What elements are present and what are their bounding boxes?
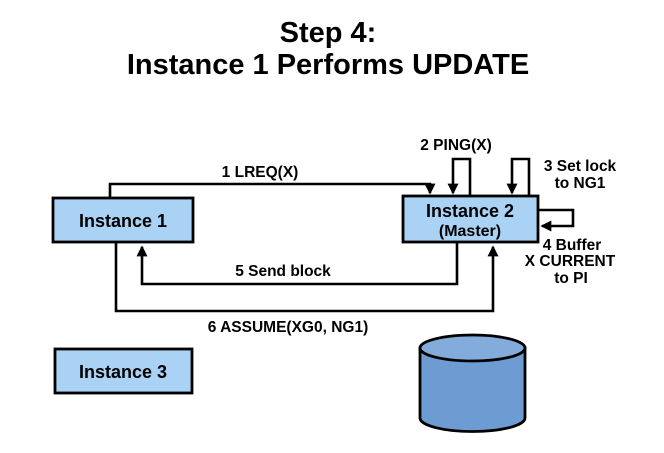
node-instance3: Instance 3: [53, 347, 194, 395]
edge-setlock-line: [506, 157, 531, 197]
edge-lreq-label: 1 LREQ(X): [222, 164, 299, 181]
edge-setlock: 3 Set lock to NG1: [506, 157, 617, 197]
instance2-sublabel: (Master): [439, 223, 501, 240]
database-cylinder-body: [418, 346, 527, 433]
instance2-box: [401, 194, 540, 244]
edge-sendblock: 5 Send block: [136, 241, 459, 286]
edge-buffer-label-line1: 4 Buffer: [543, 237, 602, 254]
diagram-title-line1: Step 4:: [280, 17, 377, 49]
edge-setlock-label-line2: to NG1: [555, 175, 606, 192]
edge-assume-line: [114, 241, 499, 313]
edge-assume-label: 6 ASSUME(XG0, NG1): [208, 319, 369, 336]
edge-setlock-label-line1: 3 Set lock: [544, 158, 617, 175]
edge-buffer-label-line2: X CURRENT: [525, 253, 616, 270]
edge-sendblock-line: [136, 241, 459, 286]
edge-lreq: 1 LREQ(X): [108, 164, 436, 199]
edge-lreq-line: [108, 182, 436, 199]
edge-ping-line: [447, 157, 472, 197]
diagram-title-line2: Instance 1 Performs UPDATE: [127, 49, 529, 81]
edge-buffer-line: [537, 208, 575, 232]
edge-buffer: 4 Buffer X CURRENT to PI: [525, 208, 616, 287]
edge-buffer-label-line3: to PI: [554, 270, 588, 287]
instance1-box: [51, 196, 195, 244]
instance1-label: Instance 1: [79, 211, 167, 231]
instance3-box: [53, 347, 194, 395]
edge-ping: 2 PING(X): [420, 137, 492, 197]
node-instance2: Instance 2 (Master): [401, 194, 540, 244]
database-cylinder-icon: [418, 333, 527, 433]
node-instance1: Instance 1: [51, 196, 195, 244]
database-cylinder-top: [418, 333, 527, 363]
edge-ping-label: 2 PING(X): [420, 137, 491, 154]
instance2-label: Instance 2: [426, 201, 514, 221]
edge-sendblock-label: 5 Send block: [235, 263, 331, 280]
instance3-label: Instance 3: [79, 362, 167, 382]
edge-assume: 6 ASSUME(XG0, NG1): [114, 241, 499, 336]
